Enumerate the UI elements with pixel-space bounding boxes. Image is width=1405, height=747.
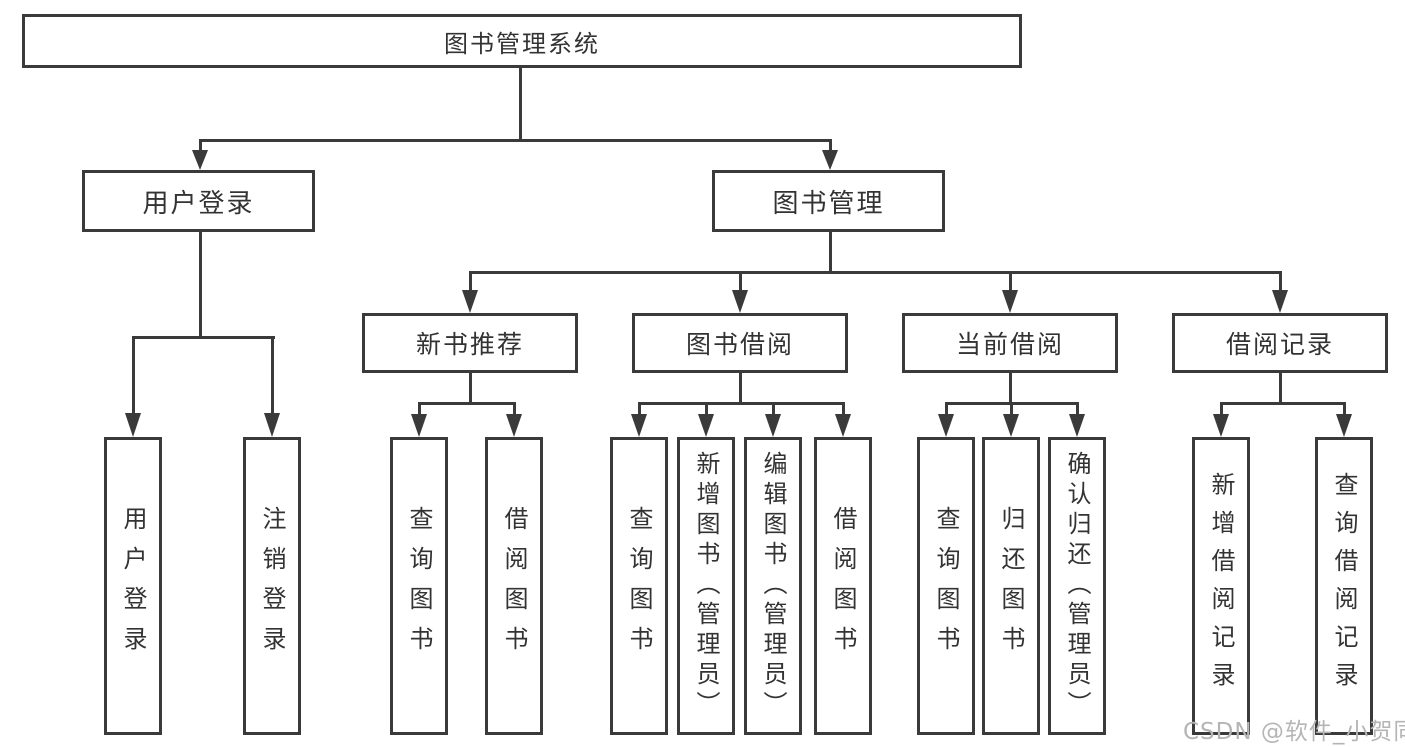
arrowhead-icon	[732, 290, 748, 313]
arrowhead-icon	[1272, 290, 1288, 313]
connector-line	[945, 405, 948, 414]
connector-line	[842, 405, 845, 414]
connector-line	[199, 232, 202, 339]
leaf-user-login: 用户登录	[104, 437, 162, 735]
connector-line	[1279, 274, 1282, 290]
connector-line	[638, 405, 641, 414]
arrowhead-icon	[462, 290, 478, 313]
connector-line	[418, 405, 421, 414]
connector-line	[1279, 373, 1282, 405]
leaf-search-books: 查询图书	[390, 437, 448, 735]
connector-line	[1220, 405, 1223, 414]
node-book-management: 图书管理	[712, 170, 945, 232]
connector-line	[469, 373, 472, 405]
arrowhead-icon	[1069, 414, 1085, 437]
leaf-borrow-books-2: 借阅图书	[814, 437, 872, 735]
node-user-login: 用户登录	[82, 170, 315, 232]
connector-line	[1220, 402, 1346, 405]
arrowhead-icon	[125, 413, 141, 437]
leaf-add-borrow-record: 新增借阅记录	[1192, 437, 1250, 735]
arrowhead-icon	[1213, 414, 1229, 437]
arrowhead-icon	[411, 414, 427, 437]
arrowhead-icon	[765, 414, 781, 437]
connector-line	[271, 339, 274, 413]
arrowhead-icon	[822, 150, 838, 170]
connector-line	[739, 373, 742, 405]
connector-line	[829, 142, 832, 152]
connector-line	[772, 405, 775, 414]
arrowhead-icon	[192, 150, 208, 170]
connector-line	[469, 271, 1282, 274]
connector-line	[418, 402, 516, 405]
arrowhead-icon	[698, 414, 714, 437]
connector-line	[199, 142, 202, 152]
connector-line	[829, 232, 832, 274]
leaf-borrow-books: 借阅图书	[485, 437, 543, 735]
connector-line	[132, 336, 275, 339]
leaf-add-books-admin: 新增图书（管理员）	[677, 437, 735, 735]
leaf-logout: 注销登录	[243, 437, 301, 735]
leaf-search-books-3: 查询图书	[917, 437, 975, 735]
connector-line	[1010, 405, 1013, 414]
node-book-borrowing: 图书借阅	[632, 313, 848, 373]
leaf-search-borrow-record: 查询借阅记录	[1315, 437, 1373, 735]
arrowhead-icon	[1003, 414, 1019, 437]
arrowhead-icon	[631, 414, 647, 437]
leaf-search-books-2: 查询图书	[610, 437, 668, 735]
leaf-return-books: 归还图书	[982, 437, 1040, 735]
connector-line	[1076, 405, 1079, 414]
leaf-edit-books-admin: 编辑图书（管理员）	[744, 437, 802, 735]
connector-line	[739, 274, 742, 290]
connector-line	[945, 402, 1079, 405]
node-current-borrowing: 当前借阅	[902, 313, 1118, 373]
connector-line	[199, 139, 832, 142]
connector-line	[513, 405, 516, 414]
arrowhead-icon	[938, 414, 954, 437]
connector-line	[705, 405, 708, 414]
connector-line	[519, 68, 522, 142]
connector-line	[638, 402, 845, 405]
node-new-book-recommendation: 新书推荐	[362, 313, 578, 373]
connector-line	[132, 339, 135, 413]
arrowhead-icon	[1002, 290, 1018, 313]
leaf-confirm-return-admin: 确认归还（管理员）	[1048, 437, 1106, 735]
arrowhead-icon	[835, 414, 851, 437]
connector-line	[1009, 274, 1012, 290]
connector-line	[1343, 405, 1346, 414]
arrowhead-icon	[1336, 414, 1352, 437]
connector-line	[469, 274, 472, 290]
node-borrowing-records: 借阅记录	[1172, 313, 1388, 373]
arrowhead-icon	[264, 413, 280, 437]
arrowhead-icon	[506, 414, 522, 437]
watermark: CSDN @软件_小贺同学	[1183, 719, 1405, 745]
node-library-system: 图书管理系统	[22, 14, 1022, 68]
connector-line	[1009, 373, 1012, 405]
